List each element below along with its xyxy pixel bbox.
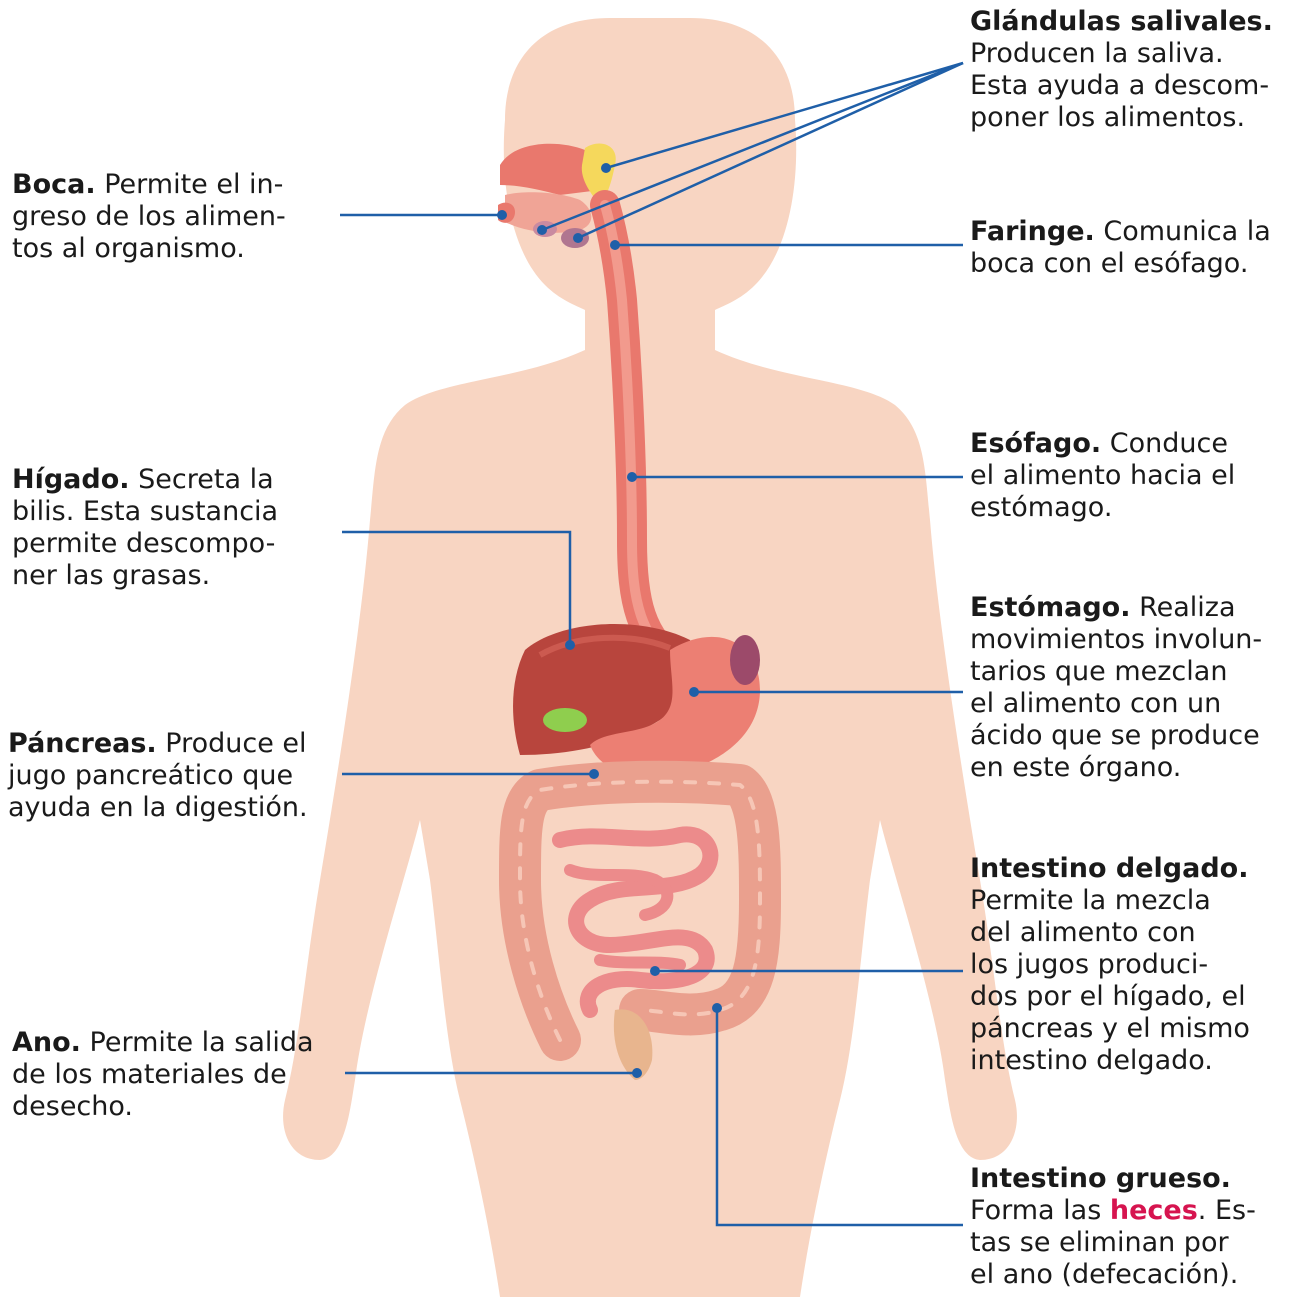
label-line: desecho. — [12, 1091, 342, 1123]
label-title: Faringe. — [970, 216, 1095, 247]
label-line: . Es- — [1198, 1195, 1256, 1226]
label-title: Boca. — [12, 169, 96, 200]
label-title: Intestino delgado. — [970, 853, 1300, 885]
label-line: ácido que se produce — [970, 720, 1305, 752]
label-line: Comunica la — [1103, 216, 1270, 247]
label-line: el alimento hacia el — [970, 460, 1300, 492]
label-intestino-delgado: Intestino delgado. Permite la mezcla del… — [970, 853, 1300, 1077]
label-line: Forma las — [970, 1195, 1101, 1226]
label-line: del alimento con — [970, 917, 1300, 949]
label-line: Permite el in- — [104, 169, 283, 200]
label-esofago: Esófago. Conduce el alimento hacia el es… — [970, 428, 1300, 524]
label-line: boca con el esófago. — [970, 248, 1300, 280]
label-title: Intestino grueso. — [970, 1163, 1300, 1195]
label-title: Páncreas. — [8, 728, 157, 759]
label-line: los jugos produci- — [970, 949, 1300, 981]
label-pancreas: Páncreas. Produce el jugo pancreático qu… — [8, 728, 343, 824]
label-higado: Hígado. Secreta la bilis. Esta sustancia… — [12, 464, 337, 592]
label-faringe: Faringe. Comunica la boca con el esófago… — [970, 216, 1300, 280]
label-line: tas se eliminan por — [970, 1227, 1300, 1259]
label-line: Esta ayuda a descom- — [970, 70, 1300, 102]
label-title: Glándulas salivales. — [970, 6, 1300, 38]
label-line: Realiza — [1139, 592, 1235, 623]
label-line: Producen la saliva. — [970, 38, 1300, 70]
label-line: intestino delgado. — [970, 1045, 1300, 1077]
label-line: Secreta la — [138, 464, 273, 495]
label-line: movimientos involun- — [970, 624, 1305, 656]
label-intestino-grueso: Intestino grueso. Forma las heces. Es- t… — [970, 1163, 1300, 1291]
label-title: Hígado. — [12, 464, 130, 495]
label-line: Permite la salida — [90, 1027, 314, 1058]
label-line: permite descompo- — [12, 528, 337, 560]
label-ano: Ano. Permite la salida de los materiales… — [12, 1027, 342, 1123]
highlight-term: heces — [1110, 1195, 1198, 1226]
label-line: jugo pancreático que — [8, 760, 343, 792]
label-line: estómago. — [970, 492, 1300, 524]
label-line: en este órgano. — [970, 752, 1305, 784]
label-line: dos por el hígado, el — [970, 981, 1300, 1013]
label-estomago: Estómago. Realiza movimientos involun- t… — [970, 592, 1305, 784]
label-line: ner las grasas. — [12, 560, 337, 592]
label-line: Permite la mezcla — [970, 885, 1300, 917]
label-line: Produce el — [165, 728, 306, 759]
label-line: greso de los alimen- — [12, 201, 337, 233]
label-boca: Boca. Permite el in- greso de los alimen… — [12, 169, 337, 265]
label-line: tos al organismo. — [12, 233, 337, 265]
label-title: Ano. — [12, 1027, 81, 1058]
label-title: Esófago. — [970, 428, 1101, 459]
label-line: poner los alimentos. — [970, 102, 1300, 134]
label-line: el alimento con un — [970, 688, 1305, 720]
label-line: Conduce — [1110, 428, 1228, 459]
label-line: bilis. Esta sustancia — [12, 496, 337, 528]
label-line: de los materiales de — [12, 1059, 342, 1091]
label-line: páncreas y el mismo — [970, 1013, 1300, 1045]
label-line: el ano (defecación). — [970, 1259, 1300, 1291]
label-line: ayuda en la digestión. — [8, 792, 343, 824]
label-title: Estómago. — [970, 592, 1130, 623]
label-glandulas-salivales: Glándulas salivales. Producen la saliva.… — [970, 6, 1300, 134]
label-line: tarios que mezclan — [970, 656, 1305, 688]
